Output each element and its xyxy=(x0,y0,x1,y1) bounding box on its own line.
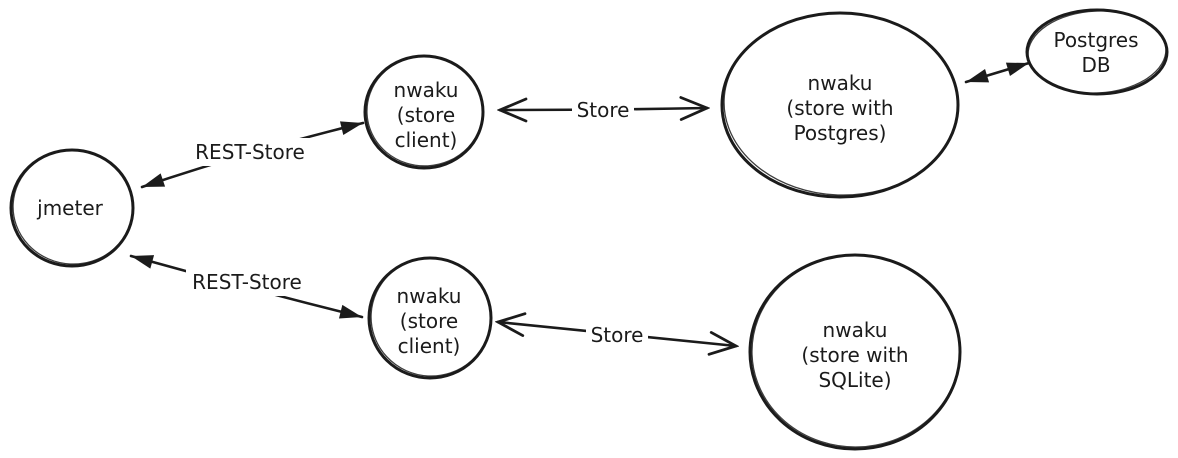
node-store-client-bottom: nwaku (store client) xyxy=(367,256,493,380)
node-store-postgres: nwaku (store with Postgres) xyxy=(720,11,960,199)
store-client-top-label-line1: nwaku xyxy=(394,78,459,102)
edge-store-bottom: Store xyxy=(498,321,736,349)
store-bottom-label: Store xyxy=(591,323,644,347)
rest-store-top-label: REST-Store xyxy=(195,140,305,164)
jmeter-circle-sketch xyxy=(12,149,134,265)
postgres-db-label-line2: DB xyxy=(1081,53,1110,77)
store-client-bottom-label-line3: client) xyxy=(398,334,461,358)
node-postgres-db: Postgres DB xyxy=(1025,8,1169,96)
store-sqlite-label-line3: SQLite) xyxy=(818,368,891,392)
edge-store-top: Store xyxy=(500,96,707,124)
edge-db-link xyxy=(964,61,1031,84)
node-store-client-top: nwaku (store client) xyxy=(363,54,485,170)
rest-store-bottom-label-bg xyxy=(186,268,308,296)
store-sqlite-circle-sketch xyxy=(751,254,961,448)
store-client-bottom-label-line2: (store xyxy=(400,309,458,333)
store-client-bottom-circle-sketch xyxy=(370,257,492,377)
store-client-top-circle-sketch xyxy=(366,55,484,167)
store-bottom-label-bg xyxy=(586,321,648,349)
store-postgres-circle-sketch xyxy=(723,12,959,196)
store-postgres-label-line2: (store with xyxy=(786,96,893,120)
node-store-sqlite: nwaku (store with SQLite) xyxy=(748,253,962,451)
postgres-db-ellipse xyxy=(1025,8,1169,96)
store-postgres-label-line3: Postgres) xyxy=(794,121,887,145)
edge-rest-store-top: REST-Store xyxy=(140,121,365,189)
store-client-top-label-line2: (store xyxy=(397,103,455,127)
db-link-arrow xyxy=(964,61,1031,84)
rest-store-bottom-label: REST-Store xyxy=(192,270,302,294)
postgres-db-label-line1: Postgres xyxy=(1053,28,1138,52)
store-top-label: Store xyxy=(577,98,630,122)
jmeter-label: jmeter xyxy=(36,196,103,220)
edge-rest-store-bottom: REST-Store xyxy=(129,254,364,319)
store-top-label-bg xyxy=(572,96,634,124)
node-jmeter: jmeter xyxy=(9,148,135,268)
store-postgres-label-line1: nwaku xyxy=(808,71,873,95)
store-client-bottom-label-line1: nwaku xyxy=(397,284,462,308)
store-sqlite-label-line2: (store with xyxy=(801,343,908,367)
store-sqlite-label-line1: nwaku xyxy=(823,318,888,342)
store-client-top-label-line3: client) xyxy=(395,128,458,152)
rest-store-top-label-bg xyxy=(189,138,311,166)
postgres-db-ellipse-sketch xyxy=(1027,10,1167,94)
